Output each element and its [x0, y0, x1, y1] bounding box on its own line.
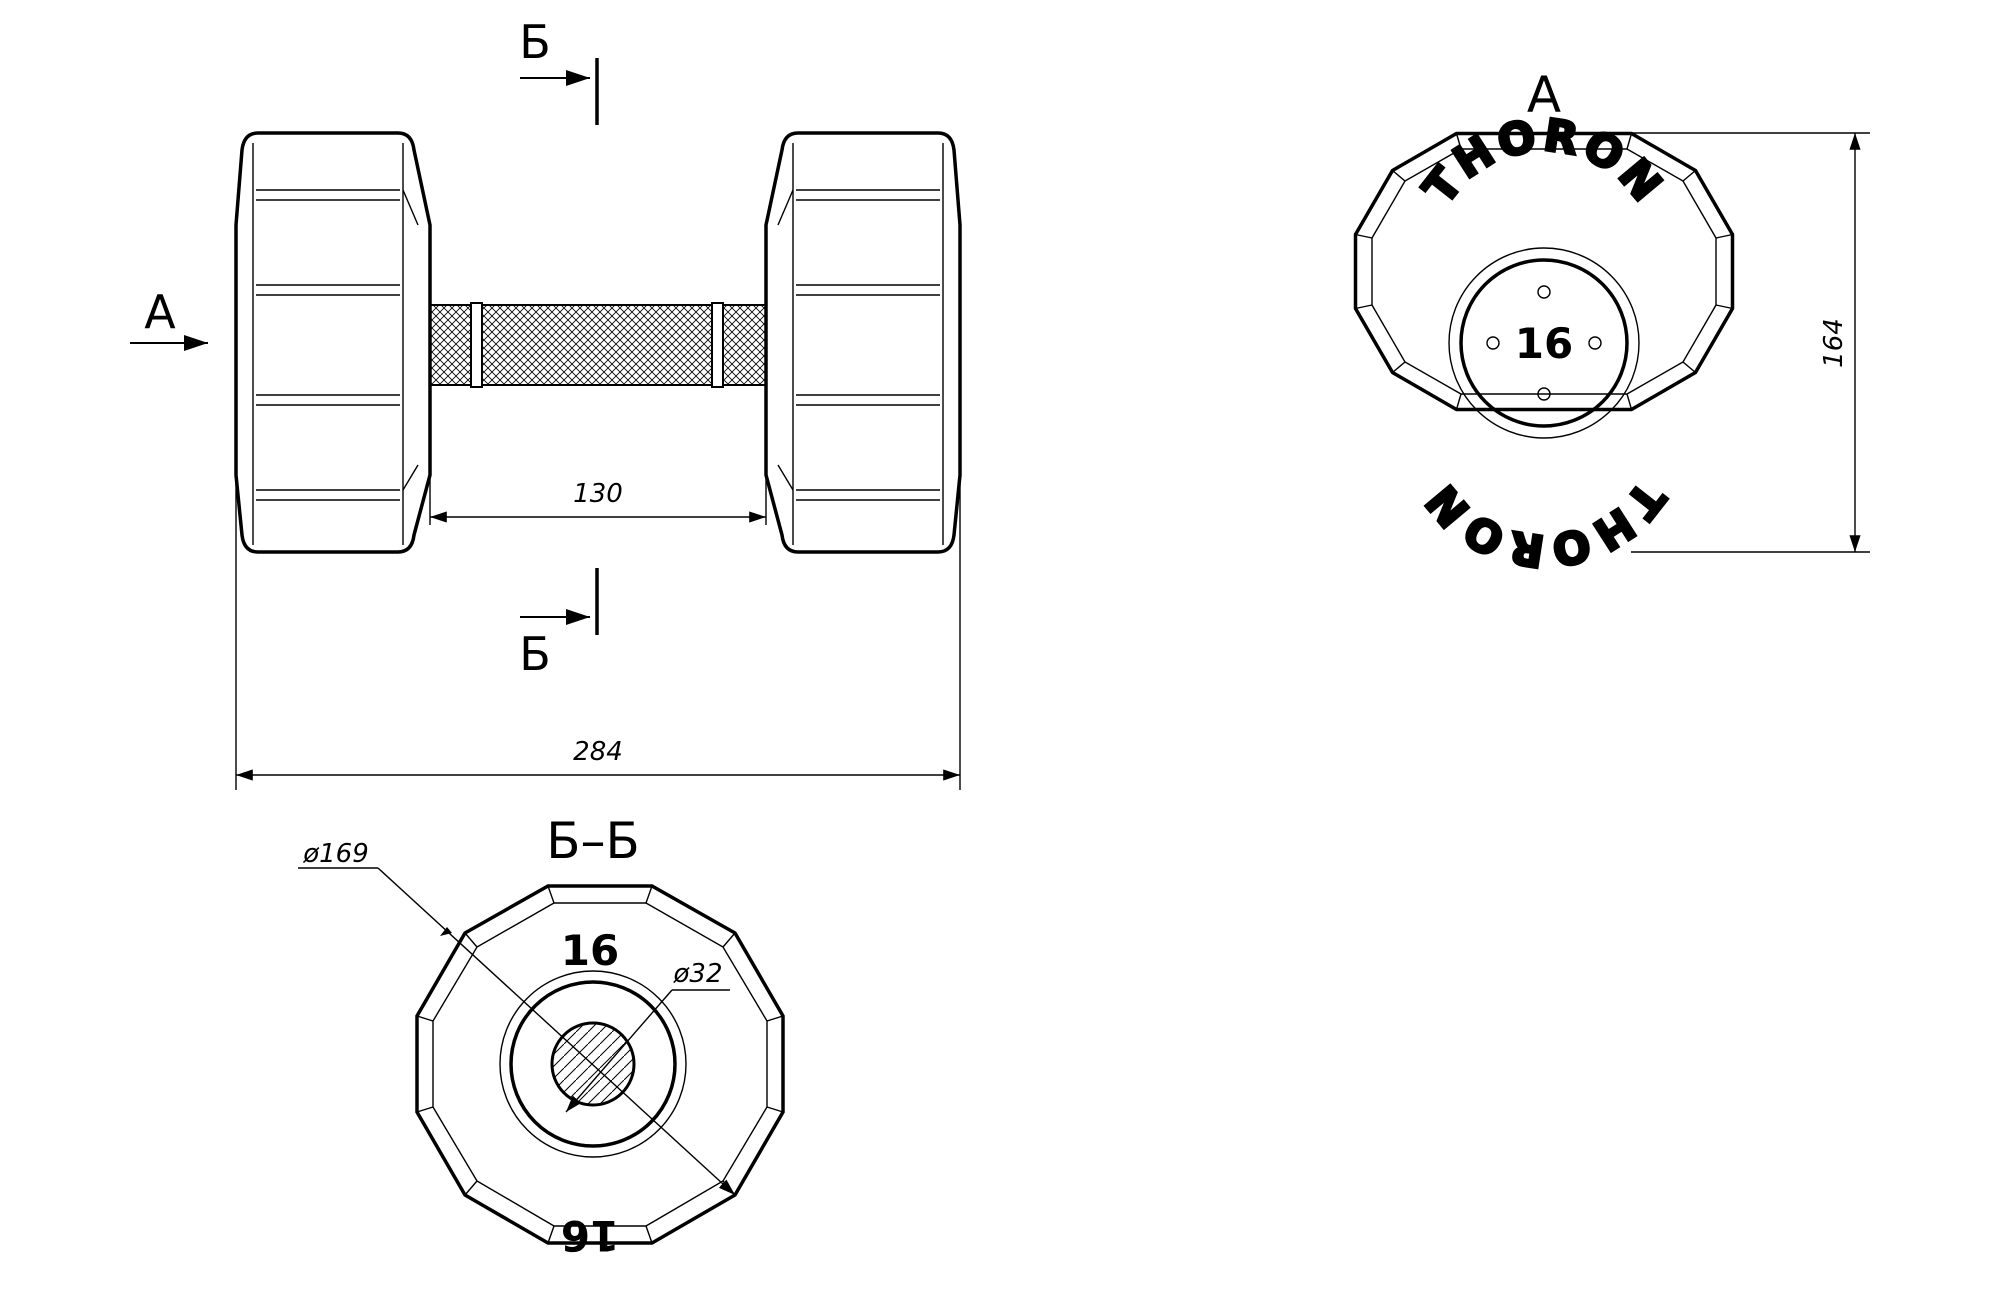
section-mark-top: Б [519, 15, 599, 125]
dimension-130-label: 130 [573, 479, 623, 509]
brand-top: THORON [1414, 110, 1674, 214]
arrow-a-label: А [144, 285, 176, 339]
section-title: Б–Б [546, 812, 640, 870]
section-weight-top: 16 [561, 926, 619, 975]
view-a-outer-dodecagon [1353, 131, 1735, 412]
dimension-d169-label: ø169 [302, 839, 369, 869]
dimension-outer-diameter: ø169 [298, 839, 736, 1196]
dimension-handle-length: 130 [429, 385, 767, 525]
view-a: А 16 THORON THORON 164 [1353, 66, 1870, 578]
section-b-top-label: Б [519, 15, 551, 69]
handle [429, 302, 767, 388]
dimension-284-label: 284 [573, 737, 623, 767]
side-view: 130 284 А Б Б [130, 15, 962, 790]
section-mark-bottom: Б [519, 568, 599, 681]
view-a-title: А [1527, 66, 1561, 124]
left-plate [234, 131, 432, 554]
view-arrow-a: А [130, 285, 208, 351]
dimension-bar-diameter: ø32 [565, 959, 730, 1113]
dimension-164-label: 164 [1819, 318, 1849, 368]
view-a-weight-label: 16 [1515, 319, 1573, 368]
right-plate [764, 131, 962, 554]
section-view: Б–Б 16 16 ø169 ø32 [298, 812, 785, 1260]
dimension-overall-length: 284 [235, 475, 961, 790]
dimension-d32-label: ø32 [673, 959, 723, 989]
brand-bottom: THORON [1414, 472, 1674, 576]
dimension-height: 164 [1631, 132, 1870, 553]
section-b-bottom-label: Б [519, 627, 551, 681]
section-weight-bottom: 16 [561, 1211, 619, 1260]
